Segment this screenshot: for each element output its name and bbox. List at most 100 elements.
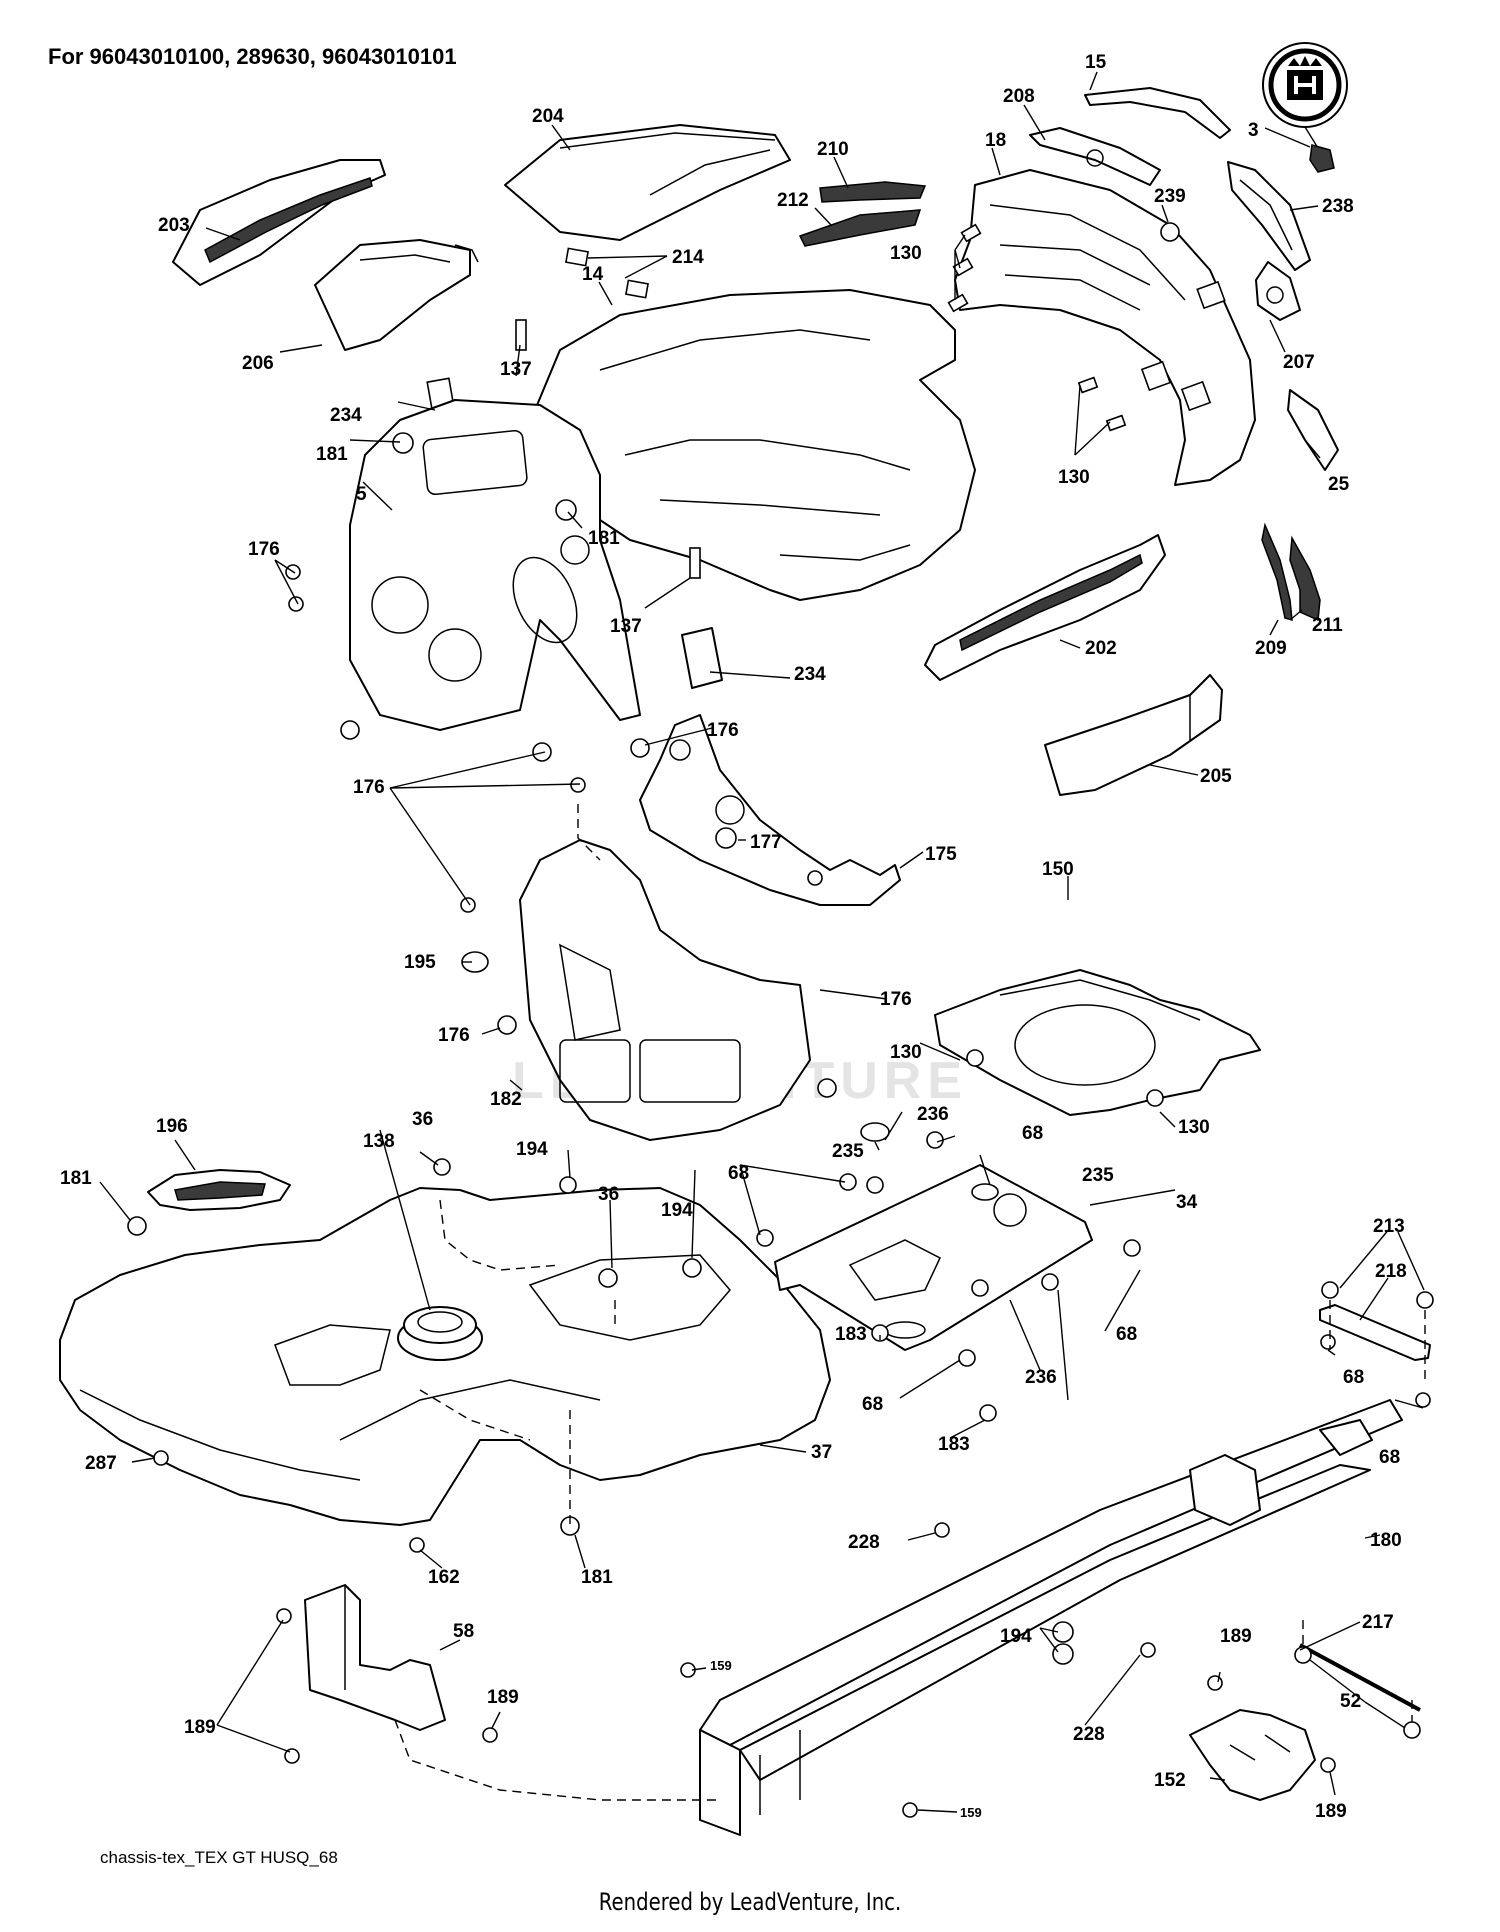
callout-137-upper[interactable]: 137 bbox=[500, 359, 532, 380]
callout-235-upper[interactable]: 235 bbox=[832, 1141, 864, 1162]
callout-189-left[interactable]: 189 bbox=[184, 1717, 216, 1738]
callout-150[interactable]: 150 bbox=[1042, 859, 1074, 880]
callout-176-upper-right[interactable]: 176 bbox=[707, 720, 739, 741]
callout-238[interactable]: 238 bbox=[1322, 196, 1354, 217]
callout-236-lower[interactable]: 236 bbox=[1025, 1367, 1057, 1388]
part-137-strips bbox=[515, 319, 701, 579]
callout-68-bottom[interactable]: 68 bbox=[862, 1394, 883, 1415]
callout-18[interactable]: 18 bbox=[985, 130, 1006, 151]
callout-209[interactable]: 209 bbox=[1255, 638, 1287, 659]
callout-176-lower-left[interactable]: 176 bbox=[438, 1025, 470, 1046]
callout-181-upper-right[interactable]: 181 bbox=[588, 528, 620, 549]
callout-181-lower[interactable]: 181 bbox=[581, 1567, 613, 1588]
assembly-dashed-lines bbox=[394, 804, 1426, 1801]
callout-68-top[interactable]: 68 bbox=[1022, 1123, 1043, 1144]
callout-218[interactable]: 218 bbox=[1375, 1261, 1407, 1282]
callout-228-lower[interactable]: 228 bbox=[1073, 1724, 1105, 1745]
callout-180[interactable]: 180 bbox=[1370, 1530, 1402, 1551]
diagram-title: For 96043010100, 289630, 96043010101 bbox=[48, 44, 457, 69]
part-25-side-trim bbox=[1287, 389, 1339, 471]
part-206-side-panel bbox=[314, 239, 479, 351]
callout-130-mid[interactable]: 130 bbox=[890, 1042, 922, 1063]
part-180-frame bbox=[699, 1399, 1403, 1836]
callout-235-lower[interactable]: 235 bbox=[1082, 1165, 1114, 1186]
callout-176-center[interactable]: 176 bbox=[353, 777, 385, 798]
callout-159-lower[interactable]: 159 bbox=[960, 1805, 982, 1820]
callout-137-lower[interactable]: 137 bbox=[610, 616, 642, 637]
part-14-hood bbox=[534, 289, 976, 601]
callout-68-right[interactable]: 68 bbox=[1116, 1324, 1137, 1345]
callout-36-left[interactable]: 36 bbox=[412, 1109, 433, 1130]
callout-130-right[interactable]: 130 bbox=[1058, 467, 1090, 488]
callout-183-lower[interactable]: 183 bbox=[938, 1434, 970, 1455]
part-210-grille bbox=[819, 181, 927, 203]
callout-207[interactable]: 207 bbox=[1283, 352, 1315, 373]
callout-176-lower-right[interactable]: 176 bbox=[880, 989, 912, 1010]
leader-lines bbox=[99, 71, 1425, 1813]
callout-217[interactable]: 217 bbox=[1362, 1612, 1394, 1633]
callout-130-upper[interactable]: 130 bbox=[890, 243, 922, 264]
callout-175[interactable]: 175 bbox=[925, 844, 957, 865]
callout-239[interactable]: 239 bbox=[1154, 186, 1186, 207]
part-212-grille bbox=[798, 209, 922, 247]
callout-204[interactable]: 204 bbox=[532, 106, 564, 127]
callout-234-lower[interactable]: 234 bbox=[794, 664, 826, 685]
part-218-plate bbox=[1319, 1304, 1431, 1361]
callout-138[interactable]: 138 bbox=[363, 1131, 395, 1152]
callout-182[interactable]: 182 bbox=[490, 1089, 522, 1110]
callout-176-left[interactable]: 176 bbox=[248, 539, 280, 560]
callout-52[interactable]: 52 bbox=[1340, 1691, 1361, 1712]
callout-37[interactable]: 37 bbox=[811, 1442, 832, 1463]
callout-205[interactable]: 205 bbox=[1200, 766, 1232, 787]
callout-194-lower[interactable]: 194 bbox=[1000, 1626, 1032, 1647]
callout-236-upper[interactable]: 236 bbox=[917, 1104, 949, 1125]
callout-68-left[interactable]: 68 bbox=[728, 1163, 749, 1184]
part-175-bracket bbox=[639, 714, 901, 906]
callout-194-upper-left[interactable]: 194 bbox=[516, 1139, 548, 1160]
callout-196[interactable]: 196 bbox=[156, 1116, 188, 1137]
callout-14[interactable]: 14 bbox=[582, 264, 604, 285]
callout-183-upper[interactable]: 183 bbox=[835, 1324, 867, 1345]
callout-181-upper-left[interactable]: 181 bbox=[316, 444, 348, 465]
part-207-headlight bbox=[1255, 261, 1301, 321]
callout-212[interactable]: 212 bbox=[777, 190, 809, 211]
callout-228-upper[interactable]: 228 bbox=[848, 1532, 880, 1553]
callout-130-lower[interactable]: 130 bbox=[1178, 1117, 1210, 1138]
callout-68-frame[interactable]: 68 bbox=[1379, 1447, 1400, 1468]
callout-208[interactable]: 208 bbox=[1003, 86, 1035, 107]
callout-58[interactable]: 58 bbox=[453, 1621, 474, 1642]
part-15-trim bbox=[1084, 87, 1231, 139]
callout-68-far-right[interactable]: 68 bbox=[1343, 1367, 1364, 1388]
callout-5[interactable]: 5 bbox=[356, 484, 367, 505]
callout-189-right-lower[interactable]: 189 bbox=[1315, 1801, 1347, 1822]
part-214-clips bbox=[565, 247, 649, 299]
callout-195[interactable]: 195 bbox=[404, 952, 436, 973]
callout-34[interactable]: 34 bbox=[1176, 1192, 1198, 1213]
callout-287[interactable]: 287 bbox=[85, 1453, 117, 1474]
callout-202[interactable]: 202 bbox=[1085, 638, 1117, 659]
callout-214[interactable]: 214 bbox=[672, 247, 704, 268]
callout-15[interactable]: 15 bbox=[1085, 52, 1107, 73]
callout-36-center[interactable]: 36 bbox=[598, 1184, 619, 1205]
callout-159-upper[interactable]: 159 bbox=[710, 1658, 732, 1673]
callout-177[interactable]: 177 bbox=[750, 832, 782, 853]
callout-25[interactable]: 25 bbox=[1328, 474, 1350, 495]
callout-210[interactable]: 210 bbox=[817, 139, 849, 160]
callout-206[interactable]: 206 bbox=[242, 353, 274, 374]
callout-181-left[interactable]: 181 bbox=[60, 1168, 92, 1189]
callout-3[interactable]: 3 bbox=[1248, 120, 1259, 141]
callout-189-center[interactable]: 189 bbox=[487, 1687, 519, 1708]
callout-162[interactable]: 162 bbox=[428, 1567, 460, 1588]
part-209-grille bbox=[1261, 522, 1293, 622]
part-196-cover bbox=[147, 1169, 291, 1211]
husqvarna-logo-badge bbox=[1262, 42, 1348, 173]
callout-194-upper-right[interactable]: 194 bbox=[661, 1200, 693, 1221]
callout-213[interactable]: 213 bbox=[1373, 1216, 1405, 1237]
part-203-side-grille bbox=[172, 159, 386, 286]
part-211-grille bbox=[1289, 535, 1321, 622]
callout-234-upper[interactable]: 234 bbox=[330, 405, 362, 426]
callout-189-right-upper[interactable]: 189 bbox=[1220, 1626, 1252, 1647]
callout-203[interactable]: 203 bbox=[158, 215, 190, 236]
callout-152[interactable]: 152 bbox=[1154, 1770, 1186, 1791]
callout-211[interactable]: 211 bbox=[1312, 615, 1343, 636]
